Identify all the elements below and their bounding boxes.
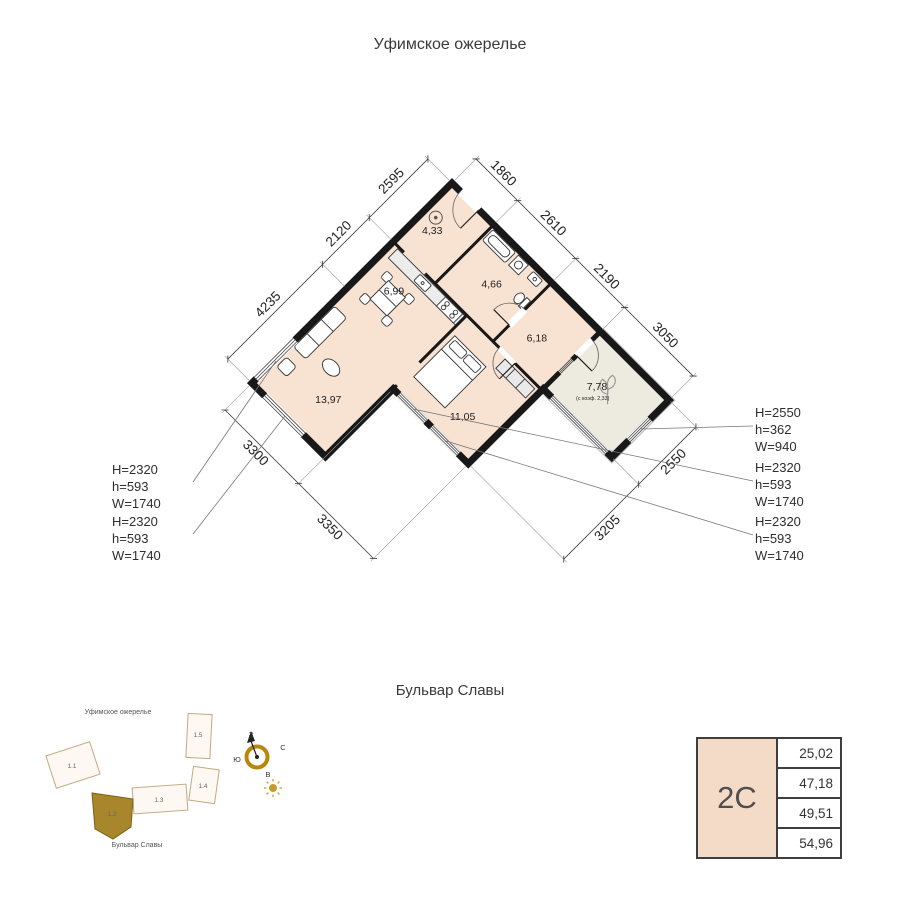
window-callout-line: W=1740 bbox=[112, 496, 161, 511]
dining-table bbox=[359, 271, 415, 327]
dim-top-1860: 1860 bbox=[488, 157, 520, 189]
apartment-areas: 25,02 47,18 49,51 54,96 bbox=[778, 739, 840, 857]
apartment-type: 2С bbox=[698, 739, 778, 857]
callout-leader-lines bbox=[192, 360, 754, 536]
dim-top-2190: 2190 bbox=[591, 260, 623, 292]
room-label-kitchen: 6,99 bbox=[384, 286, 405, 298]
window-callout-left-1: H=2320 h=593 W=1740 bbox=[112, 461, 161, 512]
window-callout-line: h=362 bbox=[755, 422, 792, 437]
building-1-4[interactable] bbox=[188, 765, 220, 805]
window-callout-line: H=2320 bbox=[755, 460, 801, 475]
room-label-balcony: 7,78 bbox=[587, 381, 608, 393]
building-1-4-label: 1.4 bbox=[199, 783, 208, 790]
dim-bottom-3300: 3300 bbox=[240, 437, 272, 469]
area-value-total: 54,96 bbox=[778, 827, 840, 857]
compass-needle bbox=[250, 740, 258, 758]
sofa bbox=[294, 306, 346, 359]
window-callout-line: h=593 bbox=[755, 531, 792, 546]
window-callout-right-1: H=2550 h=362 W=940 bbox=[755, 404, 801, 455]
site-map-title: Уфимское ожерелье bbox=[85, 709, 152, 716]
wardrobe bbox=[495, 358, 536, 399]
interior-walls bbox=[392, 223, 553, 392]
window-callout-line: h=593 bbox=[112, 479, 149, 494]
plant-icon bbox=[599, 374, 616, 405]
street-title-top: Уфимское ожерелье bbox=[373, 36, 527, 53]
dimension-lines bbox=[221, 155, 697, 563]
dim-right-3205: 3205 bbox=[591, 512, 623, 544]
window-callout-right-2: H=2320 h=593 W=1740 bbox=[755, 459, 804, 510]
building-1-5-label: 1.5 bbox=[194, 732, 203, 739]
area-value-no-balcony: 47,18 bbox=[778, 767, 840, 797]
window-callout-line: H=2320 bbox=[755, 514, 801, 529]
extension-lines bbox=[221, 155, 699, 563]
building-1-1-label: 1.1 bbox=[68, 763, 77, 770]
window-callout-line: W=1740 bbox=[112, 548, 161, 563]
window-callout-line: h=593 bbox=[112, 531, 149, 546]
kitchen-counter bbox=[387, 248, 466, 326]
building-1-2-highlighted[interactable] bbox=[91, 792, 134, 840]
area-value-with-coef: 49,51 bbox=[778, 797, 840, 827]
dim-left-2595: 2595 bbox=[375, 165, 407, 197]
compass-west: З bbox=[249, 730, 254, 739]
bathtub bbox=[482, 230, 516, 263]
compass-north: С bbox=[280, 743, 286, 752]
building-1-1[interactable] bbox=[45, 741, 101, 789]
room-label-balcony-note: (с коэф. 2,33) bbox=[576, 396, 610, 402]
dim-top-3050: 3050 bbox=[650, 319, 682, 351]
dim-top-2610: 2610 bbox=[538, 207, 570, 239]
vent-icon bbox=[428, 210, 443, 225]
site-map: Уфимское ожерелье 1.1 1.5 1.4 1.3 1.2 Бу… bbox=[45, 709, 220, 849]
dim-left-4235: 4235 bbox=[252, 288, 284, 320]
compass: З С Ю В bbox=[233, 730, 286, 797]
window-callout-line: W=940 bbox=[755, 439, 797, 454]
armchair bbox=[277, 357, 296, 376]
compass-ring bbox=[244, 744, 270, 770]
window-callout-left-2: H=2320 h=593 W=1740 bbox=[112, 513, 161, 564]
washing-machine bbox=[507, 254, 530, 276]
window-callout-line: W=1740 bbox=[755, 548, 804, 563]
sink bbox=[527, 271, 543, 287]
balcony-slab-edge bbox=[537, 328, 676, 464]
apartment-plan: 1860 2610 2190 3050 2595 2120 4235 3300 … bbox=[221, 155, 699, 563]
sun-icon bbox=[264, 779, 282, 797]
apartment-info-card: 2С 25,02 47,18 49,51 54,96 bbox=[696, 737, 842, 859]
room-label-hall: 6,18 bbox=[527, 332, 548, 344]
dim-bottom-3350: 3350 bbox=[314, 511, 346, 543]
window-callout-right-3: H=2320 h=593 W=1740 bbox=[755, 513, 804, 564]
coffee-table bbox=[322, 358, 341, 377]
room-label-bedroom: 11,05 bbox=[450, 411, 476, 423]
dim-left-2120: 2120 bbox=[323, 218, 355, 250]
street-title-bottom: Бульвар Славы bbox=[395, 682, 505, 699]
window-callout-line: H=2320 bbox=[112, 514, 158, 529]
room-label-bathroom: 4,66 bbox=[481, 279, 502, 291]
compass-east: В bbox=[265, 770, 270, 779]
window-callout-line: h=593 bbox=[755, 477, 792, 492]
window-callout-line: H=2320 bbox=[112, 462, 158, 477]
window-callout-line: W=1740 bbox=[755, 494, 804, 509]
room-label-living: 13,97 bbox=[315, 394, 341, 406]
compass-arrow bbox=[247, 731, 255, 743]
windows bbox=[253, 337, 653, 457]
building-1-2-label: 1.2 bbox=[108, 811, 117, 818]
doors bbox=[452, 188, 599, 380]
compass-south: Ю bbox=[233, 755, 241, 764]
site-map-street: Бульвар Славы bbox=[112, 842, 163, 849]
area-value-living: 25,02 bbox=[799, 745, 833, 761]
building-1-3-label: 1.3 bbox=[155, 797, 164, 804]
building-1-5[interactable] bbox=[185, 712, 213, 760]
room-label-entry: 4,33 bbox=[422, 225, 443, 237]
bed bbox=[413, 335, 487, 409]
window-callout-line: H=2550 bbox=[755, 405, 801, 420]
